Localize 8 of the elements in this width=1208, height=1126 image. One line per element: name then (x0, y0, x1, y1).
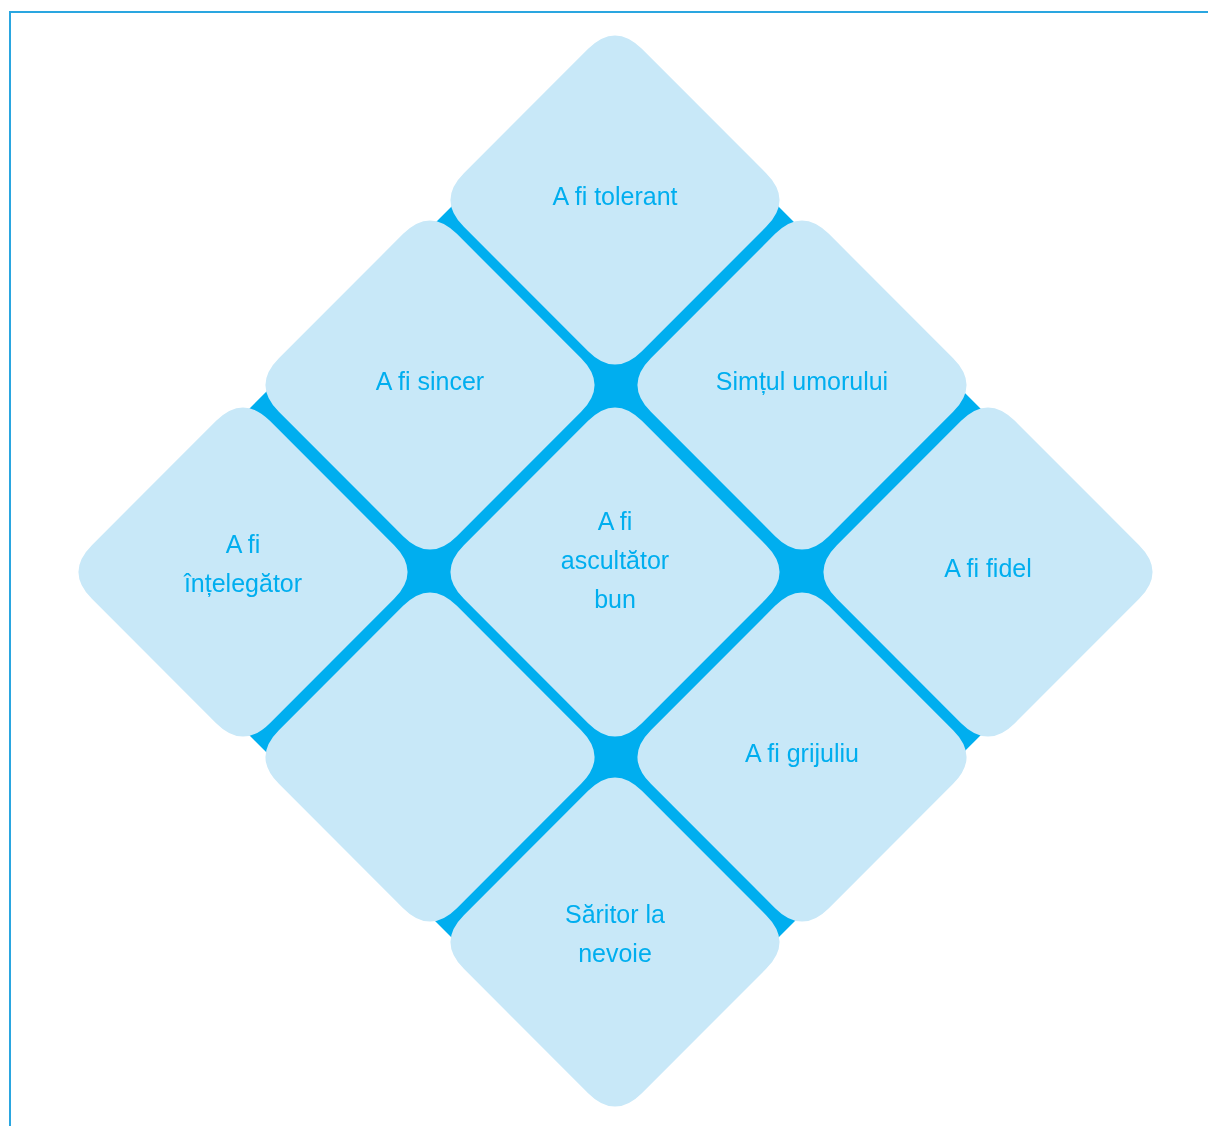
tile-label: Săritor la nevoie (563, 899, 666, 970)
tile-label: A fi grijuliu (744, 737, 860, 769)
tile-label: A fi înțelegător (182, 529, 304, 600)
tile-label: Simțul umorului (714, 365, 890, 397)
tile-label: A fi tolerant (551, 180, 679, 212)
tile-label: A fi fidel (943, 552, 1033, 584)
tile-label: A fi ascultător bun (559, 505, 671, 615)
tile-label: A fi sincer (374, 365, 486, 397)
